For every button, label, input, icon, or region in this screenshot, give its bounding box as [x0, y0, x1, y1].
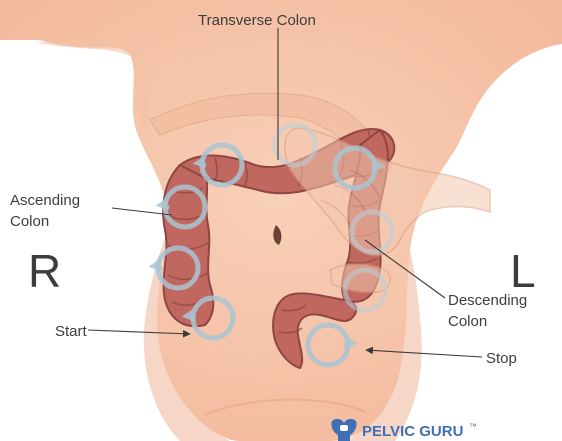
descending-colon-label-line2: Colon: [448, 313, 487, 330]
stop-label: Stop: [486, 350, 517, 367]
right-side-label: R: [28, 245, 61, 297]
brand-name: PELVIC GURU: [362, 423, 463, 440]
brand-trademark: ™: [469, 422, 477, 431]
start-label: Start: [55, 323, 88, 340]
transverse-colon-label: Transverse Colon: [198, 12, 316, 29]
left-side-label: L: [510, 245, 536, 297]
ascending-colon-label-line1: Ascending: [10, 192, 80, 209]
ascending-colon-label-line2: Colon: [10, 213, 49, 230]
